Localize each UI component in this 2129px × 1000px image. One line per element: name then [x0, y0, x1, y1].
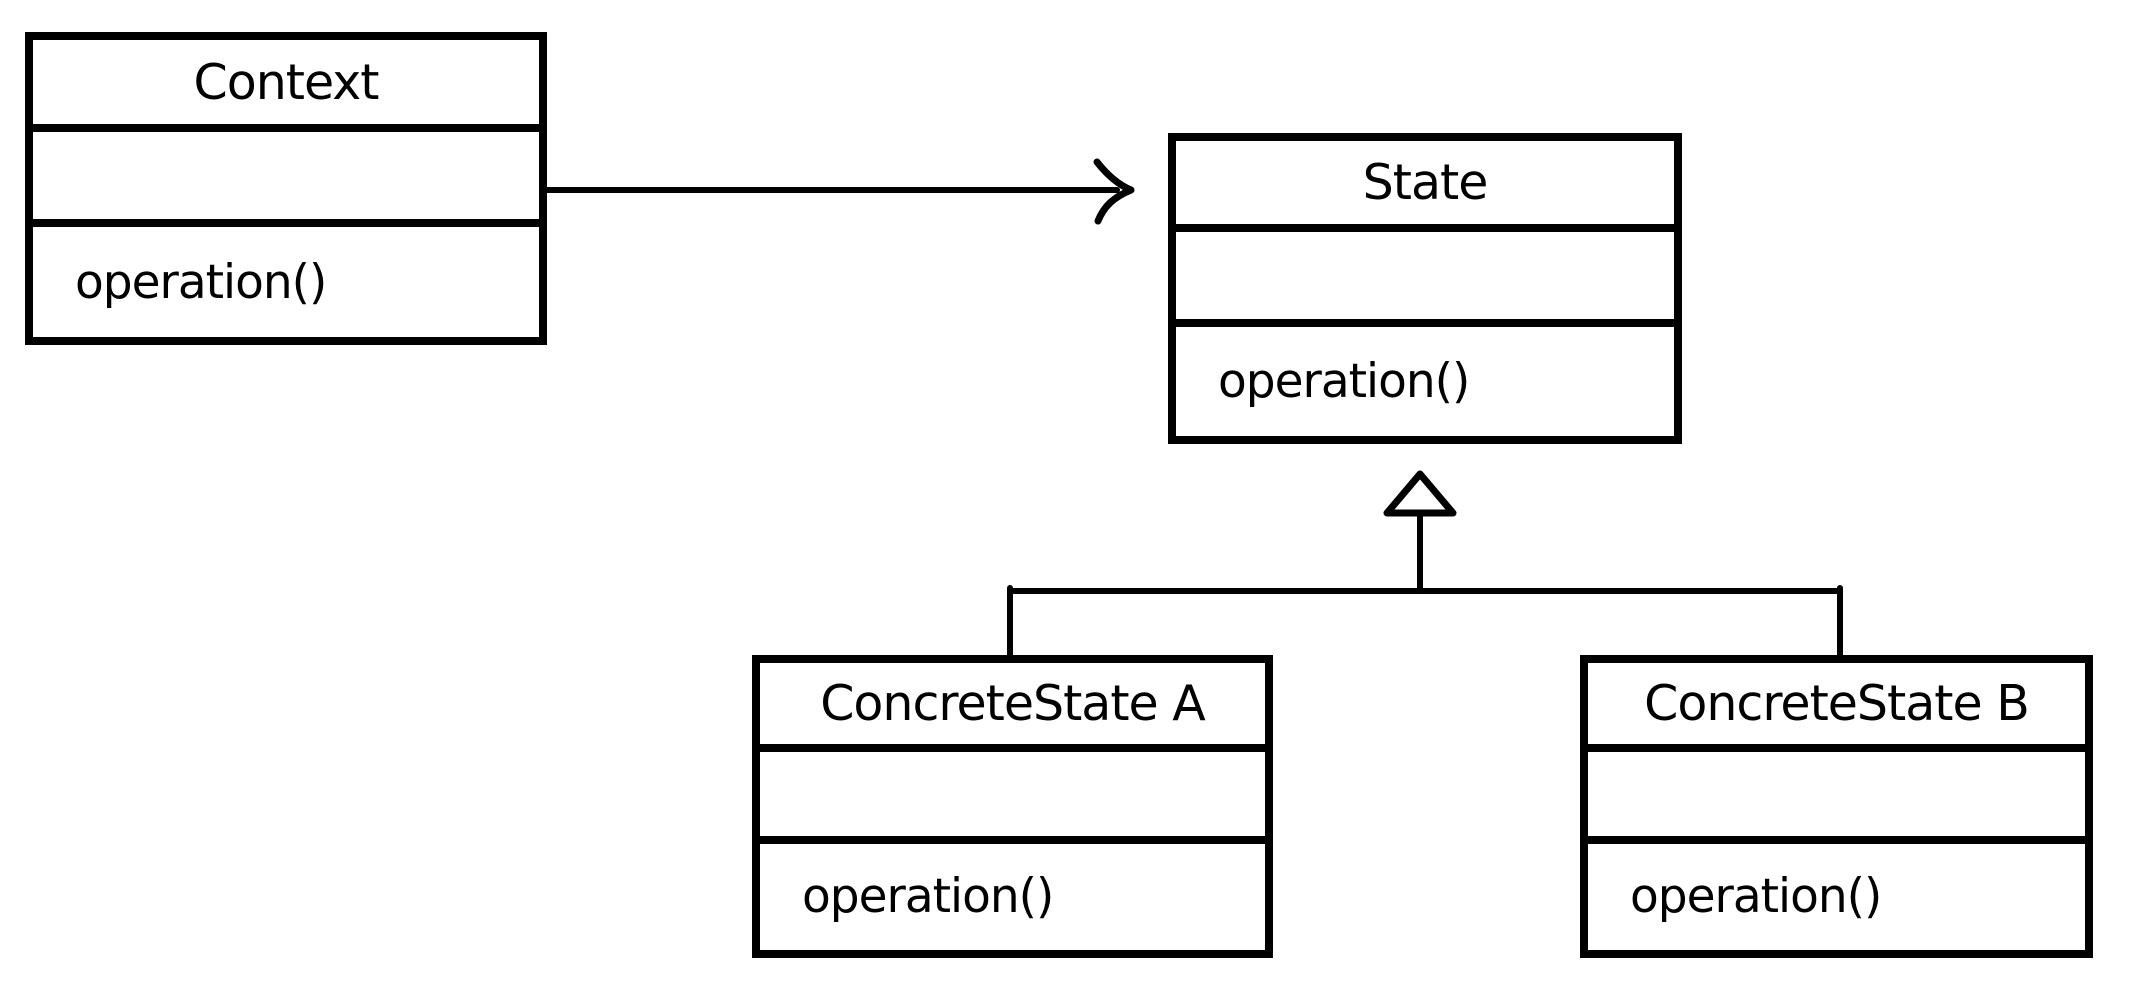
- class-box-concrete-state-a: ConcreteState A operation(): [752, 655, 1273, 958]
- class-name-context: Context: [33, 40, 539, 133]
- class-name-concrete-state-b: ConcreteState B: [1588, 663, 2085, 752]
- class-box-concrete-state-b: ConcreteState B operation(): [1580, 655, 2093, 958]
- generalization-hollow-triangle-icon: [1383, 470, 1457, 517]
- class-box-context: Context operation(): [25, 32, 547, 345]
- class-name-state: State: [1176, 141, 1674, 233]
- class-method-concrete-state-b: operation(): [1630, 869, 1882, 925]
- class-attributes-concrete-state-a: [760, 752, 1265, 844]
- class-box-state: State operation(): [1168, 133, 1682, 444]
- class-name-concrete-state-a: ConcreteState A: [760, 663, 1265, 752]
- class-method-concrete-state-a: operation(): [802, 869, 1054, 925]
- class-method-context: operation(): [75, 254, 327, 310]
- class-attributes-concrete-state-b: [1588, 752, 2085, 844]
- class-method-state: operation(): [1218, 353, 1470, 409]
- association-open-arrowhead-icon: [1093, 158, 1135, 225]
- class-attributes-state: [1176, 232, 1674, 327]
- class-attributes-context: [33, 132, 539, 228]
